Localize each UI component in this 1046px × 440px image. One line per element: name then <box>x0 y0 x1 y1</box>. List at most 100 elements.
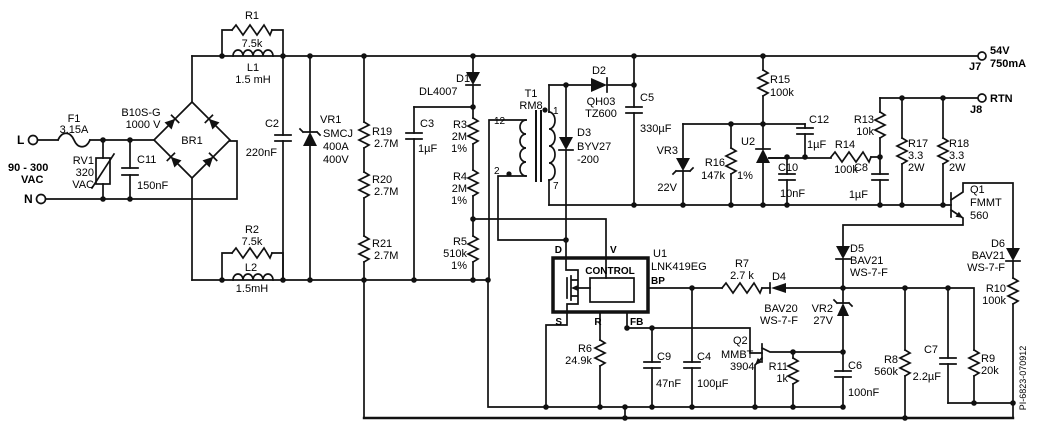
terminal-j7-output[interactable] <box>977 51 987 61</box>
c2-ref: C2 <box>265 118 279 130</box>
u1-ref: U1 <box>653 248 667 260</box>
resistor-symbols <box>230 23 1020 386</box>
d1-value: DL4007 <box>419 86 458 98</box>
f1-ref: F1 <box>68 113 81 125</box>
capacitor-c8 <box>871 173 889 181</box>
c8-value: 1µF <box>849 189 868 201</box>
r3-v1: 2M <box>452 131 467 143</box>
r15-ref: R15 <box>770 74 790 86</box>
t1-ref: T1 <box>525 88 538 100</box>
resistor-r13 <box>873 110 887 140</box>
capacitor-c12 <box>796 127 814 135</box>
resistor-r9 <box>967 348 981 378</box>
varistor-rv1-icon <box>90 152 116 190</box>
rv1-v2: VAC <box>72 179 94 191</box>
rtn-label: RTN <box>990 93 1013 105</box>
labels: L N 90 - 300 VAC F1 3.15A RV1 320 VAC C1… <box>8 10 1028 410</box>
diode-d2-icon <box>591 77 608 93</box>
q2-ref: Q2 <box>733 335 748 347</box>
capacitor-c3 <box>405 132 423 140</box>
r6-value: 24.9k <box>565 355 592 367</box>
vr2-value: 27V <box>813 315 833 327</box>
r19-ref: R19 <box>372 126 392 138</box>
l2-ref: L2 <box>245 262 257 274</box>
l1-coil <box>232 49 274 57</box>
control-box <box>589 277 635 303</box>
d5-v1: BAV21 <box>850 255 883 267</box>
u1-part: LNK419EG <box>651 261 707 273</box>
r10-ref: R10 <box>986 283 1006 295</box>
terminal-line[interactable] <box>27 134 39 146</box>
c9-ref: C9 <box>657 351 671 363</box>
bridge-diode-icon <box>202 152 218 168</box>
diode-d6-icon <box>1005 248 1021 262</box>
l2-coil <box>232 273 274 281</box>
r11-value: 1k <box>776 373 788 385</box>
c3-ref: C3 <box>420 118 434 130</box>
bridge-diode-icon <box>166 152 182 168</box>
d3-ref: D3 <box>577 127 591 139</box>
r1-ref: R1 <box>245 10 259 22</box>
c5-ref: C5 <box>640 92 654 104</box>
resistor-r14 <box>829 150 873 164</box>
r7-ref: R7 <box>735 258 749 270</box>
c5-value: 330µF <box>640 123 672 135</box>
r15-value: 100k <box>770 87 794 99</box>
r18-v1: 3.3 <box>949 150 964 162</box>
d3-v1: BYV27 <box>577 141 611 153</box>
r2-value: 7.5k <box>242 236 263 248</box>
terminal-n-label: N <box>24 192 33 206</box>
u1-pin-fb: FB <box>630 317 643 328</box>
r16-v1: 147k <box>701 170 725 182</box>
r5-v1: 510k <box>443 248 467 260</box>
d6-v2: WS-7-F <box>967 262 1005 274</box>
r10-value: 100k <box>982 295 1006 307</box>
output-current-label: 750mA <box>990 58 1026 70</box>
resistor-r16 <box>724 146 738 176</box>
r18-v2: 2W <box>949 162 966 174</box>
shunt-ref-u2-icon <box>755 148 788 163</box>
c7-value: 2.2µF <box>913 371 942 383</box>
resistor-r2 <box>230 246 274 260</box>
r11-ref: R11 <box>769 361 788 373</box>
ic-u1-block <box>551 256 650 314</box>
t1-pin7: 7 <box>553 181 559 192</box>
zener-vr2-icon <box>832 298 854 316</box>
r8-ref: R8 <box>884 354 898 366</box>
terminal-j8-return[interactable] <box>977 93 987 103</box>
r16-ref: R16 <box>705 157 725 169</box>
vr1-v3: 400V <box>323 154 349 166</box>
r14-ref: R14 <box>835 139 855 151</box>
d2-v1: QH03 <box>587 96 616 108</box>
q1-ref: Q1 <box>970 184 985 196</box>
vr1-v2: 400A <box>323 141 349 153</box>
capacitor-c11 <box>121 167 139 176</box>
r3-v2: 1% <box>451 143 467 155</box>
resistor-r7 <box>720 281 764 295</box>
u1-pin-v: V <box>610 245 617 256</box>
u1-pin-r: R <box>594 317 602 328</box>
resistor-r11 <box>786 356 800 386</box>
terminal-l-label: L <box>17 133 24 147</box>
capacitor-c6 <box>834 370 852 378</box>
resistor-r8 <box>898 348 912 378</box>
t1-pin2: 2 <box>494 166 500 177</box>
r1-value: 7.5k <box>242 38 263 50</box>
r5-v2: 1% <box>451 260 467 272</box>
r9-value: 20k <box>981 365 999 377</box>
t1-pin1: 1 <box>553 106 559 117</box>
capacitor-c2 <box>274 134 292 142</box>
r19-value: 2.7M <box>374 138 398 150</box>
capacitor-c7 <box>939 357 957 365</box>
transistor-symbols <box>755 211 963 365</box>
j7-label: J7 <box>969 61 981 73</box>
r7-value: 2.7 k <box>730 270 754 282</box>
resistor-r4 <box>466 168 480 198</box>
r21-value: 2.7M <box>374 250 398 262</box>
c2-value: 220nF <box>246 147 277 159</box>
junction-dots <box>100 53 1016 421</box>
vr3-ref: VR3 <box>657 145 678 157</box>
terminal-neutral[interactable] <box>35 193 47 205</box>
